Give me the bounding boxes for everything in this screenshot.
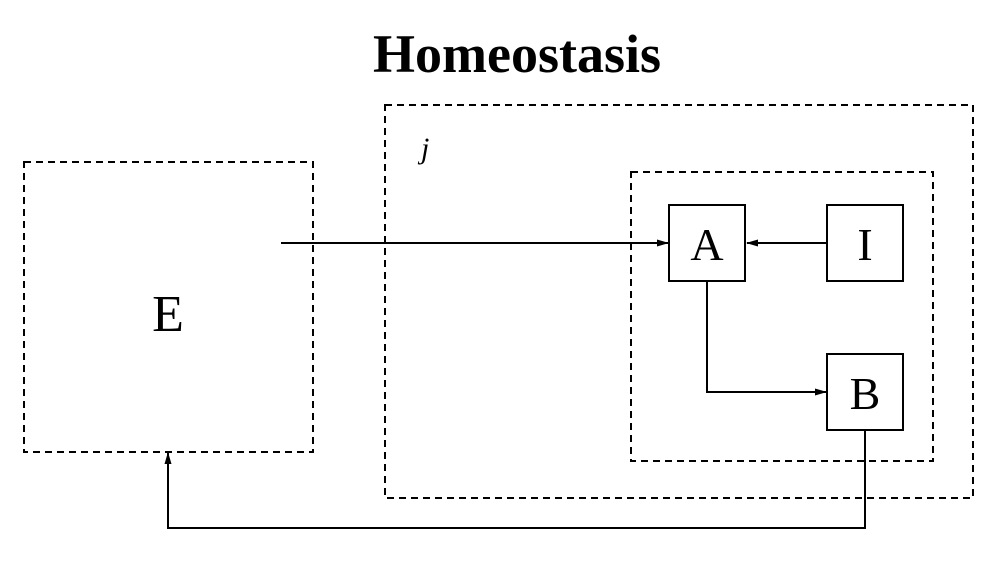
node-i-label: I <box>857 219 872 270</box>
node-i-box <box>826 204 904 282</box>
diagram-title: Homeostasis <box>373 24 661 84</box>
environment-label: E <box>152 286 184 343</box>
node-b-label: B <box>850 368 881 419</box>
node-b-box <box>826 353 904 431</box>
system-boundary-j <box>384 104 974 499</box>
inner-subsystem-boundary <box>630 171 934 462</box>
edge-b-to-e <box>164 430 866 529</box>
node-a-box <box>668 204 746 282</box>
node-a-label: A <box>690 219 723 270</box>
edge-a-to-b <box>706 281 827 396</box>
system-label-j: j <box>417 132 429 165</box>
